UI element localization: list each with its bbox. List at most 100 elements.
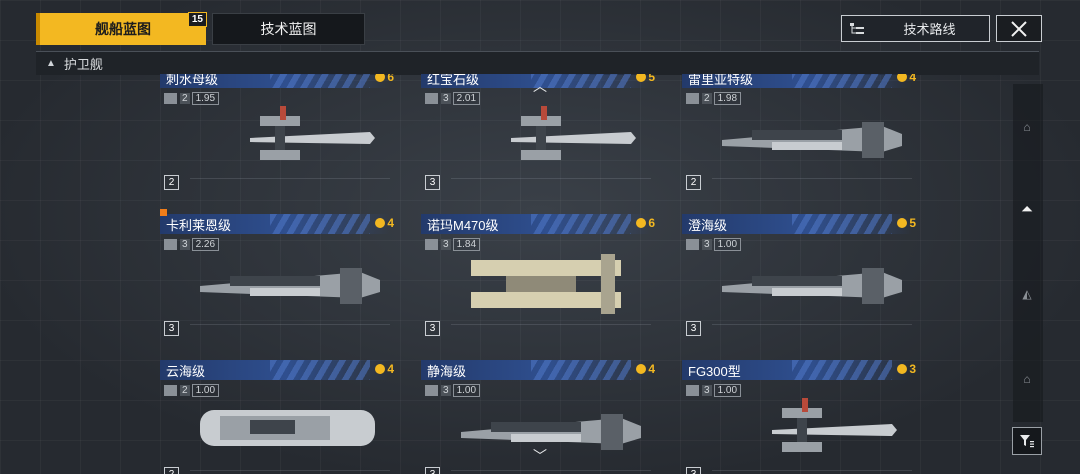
cost-label: 4 [897, 74, 916, 84]
ship-type-icon [164, 92, 177, 104]
frigate-icon[interactable]: ⏶ [1020, 201, 1033, 218]
ship-image [451, 102, 651, 174]
scroll-up-chevron-icon[interactable]: ︿ [533, 78, 547, 94]
blueprint-lines [712, 128, 912, 179]
size-class-box: 3 [686, 467, 701, 474]
class-filter-rail [1013, 84, 1043, 422]
stat-value: 1.00 [713, 237, 742, 251]
cost-label: 5 [897, 216, 916, 230]
ship-name: 雷里亚特级 [688, 74, 754, 87]
size-class-box: 2 [164, 467, 179, 474]
cost-label: 5 [636, 74, 655, 84]
card-header [682, 214, 912, 234]
tab-label: 舰船蓝图 [95, 21, 151, 37]
stat-size: 3 [180, 238, 190, 250]
ship-name: 刺水母级 [166, 74, 219, 87]
corvette-icon[interactable]: ◭ [1022, 287, 1032, 301]
tab-ship-blueprint[interactable]: 舰船蓝图 15 [36, 12, 207, 45]
stat-value: 2.01 [452, 91, 481, 105]
close-button[interactable] [996, 15, 1042, 42]
destroyer-icon[interactable]: ⌂ [1023, 120, 1031, 134]
card-header [682, 74, 912, 88]
ship-name: 诺玛M470级 [427, 218, 499, 233]
tech-route-button[interactable]: 技术路线 [841, 15, 990, 42]
stat-size: 2 [180, 384, 190, 396]
category-bar[interactable]: ▲ 护卫舰 [36, 51, 1039, 75]
blueprint-lines [712, 420, 912, 471]
cost-value: 4 [909, 74, 916, 84]
stat-size: 2 [180, 92, 190, 104]
gear-coin-icon [636, 74, 647, 82]
cost-value: 4 [648, 362, 655, 376]
cost-label: 6 [375, 74, 394, 84]
carrier-icon[interactable]: ⌂ [1023, 372, 1031, 386]
size-class-box: 3 [686, 321, 701, 336]
card-header [421, 74, 651, 88]
cost-value: 5 [909, 216, 916, 230]
scroll-down-chevron-icon[interactable]: ﹀ [533, 448, 547, 464]
size-class-box: 3 [425, 175, 440, 190]
category-label: 护卫舰 [63, 57, 103, 72]
blueprint-lines [190, 128, 390, 179]
size-class-box: 2 [164, 175, 179, 190]
size-class-box: 3 [425, 467, 440, 474]
ship-type-icon [686, 238, 699, 250]
stat-value: 1.95 [191, 91, 220, 105]
stat-size: 3 [702, 384, 712, 396]
stat-size: 3 [441, 92, 451, 104]
ship-image [190, 394, 390, 466]
tab-tech-blueprint[interactable]: 技术蓝图 [212, 13, 365, 45]
ship-type-icon [686, 384, 699, 396]
cost-value: 4 [387, 216, 394, 230]
ship-type-icon [686, 92, 699, 104]
filter-button[interactable] [1012, 427, 1042, 455]
ship-image [451, 248, 651, 320]
collapse-triangle-icon: ▲ [46, 58, 56, 69]
gear-coin-icon [636, 364, 647, 374]
cost-value: 5 [648, 74, 655, 84]
stat-size: 3 [441, 384, 451, 396]
gear-coin-icon [897, 74, 908, 82]
ship-image [712, 102, 912, 174]
stat-value: 1.84 [452, 237, 481, 251]
ship-image [190, 248, 390, 320]
card-header [682, 360, 912, 380]
blueprint-lines [190, 274, 390, 325]
stat-value: 1.00 [452, 383, 481, 397]
tab-bar: 舰船蓝图 15 技术蓝图 [36, 12, 365, 45]
card-header [421, 360, 651, 380]
ship-type-icon [425, 238, 438, 250]
stat-value: 1.98 [713, 91, 742, 105]
count-badge: 15 [187, 12, 207, 27]
close-icon [1011, 20, 1027, 37]
cost-label: 4 [375, 362, 394, 376]
cost-label: 4 [636, 362, 655, 376]
stat-size: 3 [441, 238, 451, 250]
cost-value: 6 [387, 74, 394, 84]
ship-name: 卡利莱恩级 [166, 218, 232, 233]
ship-type-icon [164, 384, 177, 396]
tree-icon [850, 22, 864, 34]
route-label: 技术路线 [903, 22, 956, 37]
ship-name: 澄海级 [688, 218, 728, 233]
ship-type-icon [164, 238, 177, 250]
stat-value: 1.00 [713, 383, 742, 397]
ship-type-icon [425, 384, 438, 396]
blueprint-lines [190, 420, 390, 471]
ship-image [190, 102, 390, 174]
